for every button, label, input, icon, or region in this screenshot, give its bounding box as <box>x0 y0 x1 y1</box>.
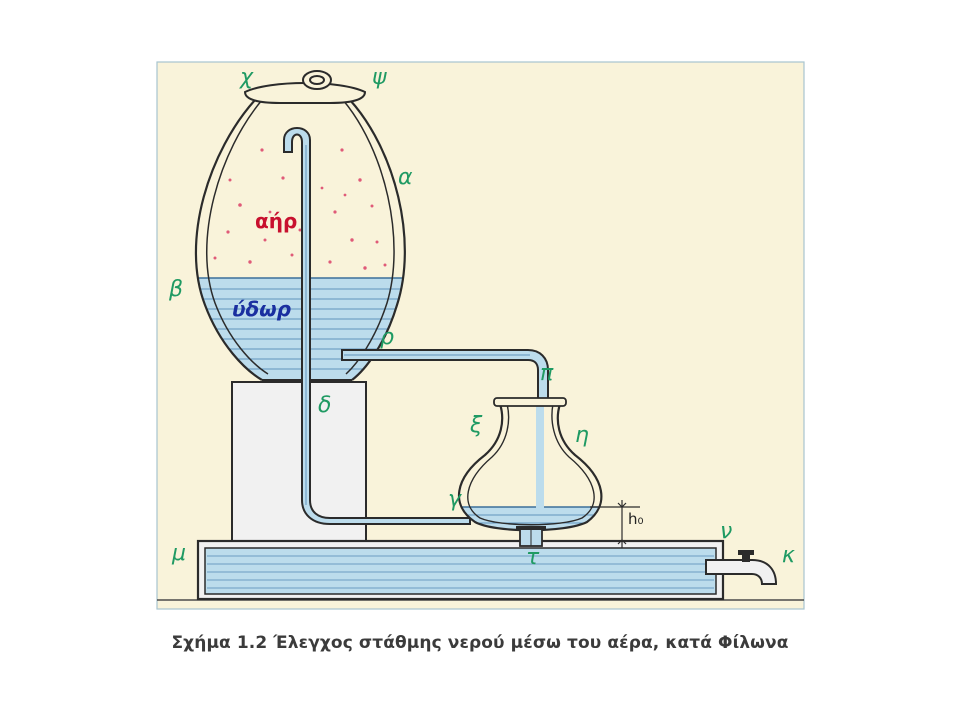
label-mu: μ <box>171 541 186 566</box>
label-water: ύδωρ <box>232 297 291 321</box>
lower-bowl <box>457 397 603 547</box>
h0-marker <box>590 500 640 548</box>
pedestal-block <box>231 381 367 543</box>
label-eta: η <box>575 423 589 448</box>
label-kappa: κ <box>782 543 795 568</box>
label-nu: ν <box>720 519 732 544</box>
siphon-pipe <box>283 127 471 525</box>
vase-lid <box>243 70 367 104</box>
label-gamma: γ <box>448 487 462 512</box>
air-bubbles <box>213 148 387 270</box>
label-pi: π <box>540 361 554 386</box>
label-xi: ξ <box>469 413 483 438</box>
label-tau: τ <box>526 545 540 570</box>
label-air: αήρ <box>255 209 297 233</box>
lower-tank <box>196 539 725 601</box>
label-alpha: α <box>398 165 413 190</box>
label-rho: ρ <box>380 325 394 350</box>
figure-caption: Σχήμα 1.2 Έλεγχος στάθμης νερού μέσω του… <box>171 633 789 653</box>
label-psi: ψ <box>372 65 387 90</box>
label-h0: h₀ <box>628 510 644 528</box>
label-beta: β <box>168 277 183 302</box>
label-chi: χ <box>239 65 254 90</box>
tap-faucet <box>705 550 778 585</box>
label-delta: δ <box>318 393 331 418</box>
